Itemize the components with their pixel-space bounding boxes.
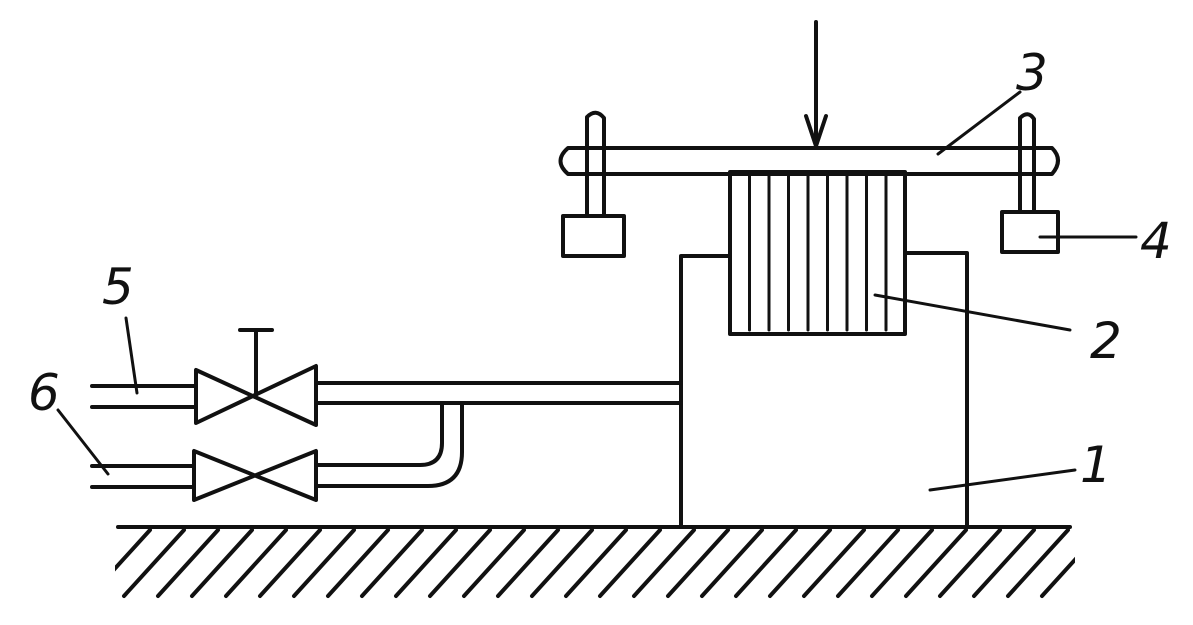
hatch-line [530, 528, 594, 598]
beam-body [558, 146, 1060, 176]
leaders [56, 90, 1138, 492]
hatch-line [734, 528, 798, 598]
leader-6 [56, 408, 110, 476]
plate-pack [728, 170, 907, 336]
hatch-line [496, 528, 560, 598]
hatch-line [938, 528, 1002, 598]
valve-6-body [192, 449, 318, 502]
hatch-line [1040, 556, 1075, 598]
hatch-line [224, 528, 288, 598]
right-weight [1000, 112, 1060, 254]
leader-1 [928, 468, 1077, 492]
pipe-6-elbow-inner [314, 403, 444, 467]
label-2: 2 [1090, 312, 1122, 370]
pipe-6-elbow-outer [314, 403, 464, 488]
ground-hatching [115, 528, 1075, 598]
base-left-wall [679, 254, 732, 529]
plate-lines [748, 174, 888, 332]
plate-pack-frame [728, 170, 907, 336]
hatch-line [870, 528, 934, 598]
load-arrow [804, 20, 828, 148]
label-4: 4 [1140, 212, 1172, 270]
hatch-line [972, 528, 1036, 598]
hatch-line [122, 528, 186, 598]
hatch-line [700, 528, 764, 598]
hatch-line [1006, 528, 1070, 598]
hatch-line [326, 528, 390, 598]
hatch-line [156, 528, 220, 598]
leader-5 [124, 316, 139, 395]
left-weight-rod [585, 110, 606, 218]
hatch-line [258, 528, 322, 598]
left-weight-block [561, 214, 626, 258]
press-beam [558, 146, 1060, 176]
hatch-line [462, 528, 526, 598]
base-right-wall [903, 251, 969, 529]
hatch-line [802, 528, 866, 598]
hatch-line [836, 528, 900, 598]
pipe-6 [90, 403, 464, 502]
left-weight [561, 110, 626, 258]
leader-3 [936, 90, 1022, 156]
label-5: 5 [102, 258, 134, 316]
label-6: 6 [28, 364, 60, 422]
labels: 3 4 2 1 5 6 [28, 44, 1172, 494]
base-body [679, 251, 969, 529]
hatch-line [564, 528, 628, 598]
ground [115, 525, 1075, 598]
hatch-line [292, 528, 356, 598]
right-weight-rod [1018, 112, 1036, 214]
hatch-line [115, 528, 152, 572]
label-3: 3 [1016, 44, 1048, 102]
hatch-line [428, 528, 492, 598]
leader-2 [873, 293, 1072, 332]
hatch-line [598, 528, 662, 598]
hatch-line [360, 528, 424, 598]
valve-5-body [194, 364, 318, 427]
right-weight-block [1000, 210, 1060, 254]
hatch-line [666, 528, 730, 598]
hatch-line [394, 528, 458, 598]
load-arrow-head [804, 114, 828, 148]
hatch-line [768, 528, 832, 598]
hatch-line [904, 528, 968, 598]
pipe-5 [90, 328, 683, 427]
label-1: 1 [1080, 436, 1112, 494]
hatch-line [632, 528, 696, 598]
hatch-line [190, 528, 254, 598]
